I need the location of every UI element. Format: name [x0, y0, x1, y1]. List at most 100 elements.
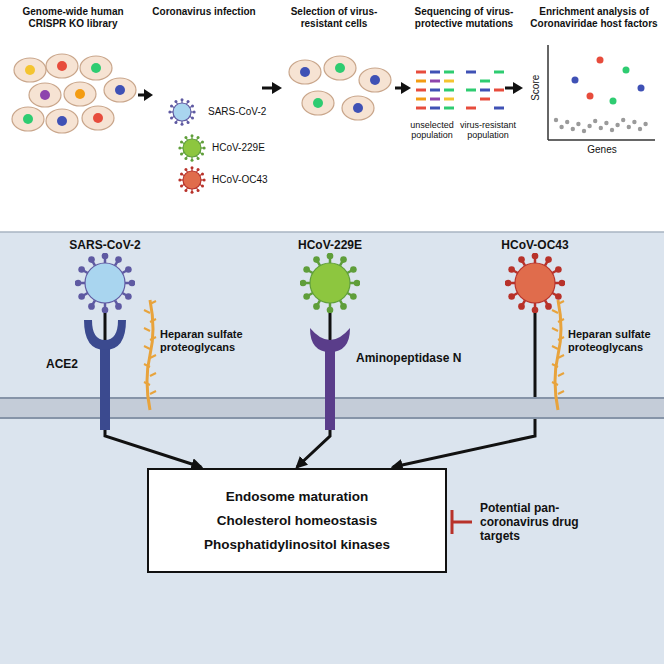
- gene-dot: [610, 128, 614, 132]
- drawing-stroke: [515, 263, 555, 303]
- drawing-stroke: [115, 303, 122, 310]
- hit-dot: [587, 93, 594, 100]
- cell-nucleus: [23, 114, 33, 124]
- drawing-stroke: [340, 256, 347, 263]
- drawing-stroke: [197, 189, 200, 192]
- hit-dot: [572, 77, 579, 84]
- drawing-stroke: [444, 107, 454, 110]
- drawing-stroke: [327, 253, 334, 259]
- drawing-stroke: [555, 293, 562, 300]
- drawing-stroke: [558, 337, 564, 340]
- drawing-stroke: [191, 134, 194, 137]
- drawing-stroke: [444, 80, 454, 83]
- drawing-stroke: [174, 121, 177, 124]
- virus-particle: [300, 253, 360, 313]
- drawing-stroke: [552, 382, 558, 385]
- drawing-stroke: [168, 111, 171, 114]
- cell: [12, 107, 44, 131]
- cell: [46, 54, 78, 78]
- gene-dot: [627, 125, 631, 129]
- ace2-receptor: [84, 320, 126, 430]
- drawing-stroke: [150, 355, 156, 358]
- drawing-stroke: [555, 266, 562, 273]
- virus-particle: [505, 253, 565, 313]
- sequence-reads: [416, 72, 504, 108]
- virus-particle: [168, 98, 195, 125]
- drawing-stroke: [416, 107, 426, 110]
- drawing-stroke: [180, 140, 183, 143]
- drawing-stroke: [201, 140, 204, 143]
- cell: [80, 56, 112, 80]
- drawing-stroke: [552, 328, 558, 331]
- gene-dot: [632, 120, 636, 124]
- drawing-stroke: [197, 136, 200, 139]
- drawing-stroke: [480, 89, 490, 92]
- drawing-stroke: [150, 301, 156, 304]
- hit-dot: [638, 85, 645, 92]
- drawing-stroke: [184, 136, 187, 139]
- drawing-stroke: [558, 319, 564, 322]
- drawing-stroke: [150, 373, 156, 376]
- drawing-stroke: [78, 266, 85, 273]
- drawing-stroke: [197, 168, 200, 171]
- drawing-stroke: [102, 253, 109, 259]
- drawing-stroke: [350, 266, 357, 273]
- drawing-stroke: [184, 168, 187, 171]
- gene-dot: [638, 127, 642, 131]
- drawing-stroke: [552, 310, 558, 313]
- virus-label: SARS-CoV-2: [208, 106, 278, 118]
- drawing-stroke: [75, 280, 81, 287]
- cell-nucleus: [370, 75, 380, 85]
- drawing-stroke: [170, 117, 173, 120]
- drawing-stroke: [416, 98, 426, 101]
- axis-label: Genes: [572, 144, 632, 156]
- virus-icon: [505, 253, 565, 313]
- drawing-stroke: [559, 280, 565, 287]
- drawing-stroke: [303, 293, 310, 300]
- receptor-label: ACE2: [28, 358, 78, 372]
- drawing-stroke: [430, 80, 440, 83]
- gene-dot: [554, 118, 558, 122]
- cell: [29, 83, 61, 107]
- step-label: Coronavirus infection: [150, 6, 258, 18]
- gene-dot: [621, 118, 625, 122]
- gene-dot: [643, 122, 647, 126]
- drawing-stroke: [545, 303, 552, 310]
- drawing-stroke: [125, 266, 132, 273]
- drawing-stroke: [191, 191, 194, 194]
- virus-name: SARS-CoV-2: [69, 238, 140, 253]
- drawing-stroke: [125, 293, 132, 300]
- drawing-stroke: [144, 310, 150, 313]
- receptor-label: Aminopeptidase N: [356, 352, 468, 366]
- gene-dot: [593, 119, 597, 123]
- drawing-stroke: [187, 121, 190, 124]
- gene-dot: [565, 120, 569, 124]
- drawing-stroke: [303, 266, 310, 273]
- drawing-stroke: [180, 153, 183, 156]
- drawing-stroke: [444, 98, 454, 101]
- drawing-stroke: [129, 280, 135, 287]
- drawing-stroke: [78, 293, 85, 300]
- gene-dot: [582, 129, 586, 133]
- drawing-stroke: [532, 307, 539, 313]
- drawing-stroke: [558, 301, 564, 304]
- virus-node: SARS-CoV-2: [50, 238, 160, 313]
- drawing-stroke: [430, 107, 440, 110]
- cell-nucleus: [40, 90, 50, 100]
- cell: [324, 56, 356, 80]
- drawing-stroke: [173, 103, 191, 121]
- virus-name: HCoV-OC43: [501, 238, 568, 253]
- drawing-stroke: [444, 89, 454, 92]
- cell-nucleus: [75, 89, 85, 99]
- drawing-stroke: [310, 263, 350, 303]
- cell: [104, 78, 136, 102]
- virus-icons: [168, 98, 205, 193]
- step-label: Selection of virus-resistant cells: [272, 6, 396, 29]
- gene-dot: [587, 124, 591, 128]
- drawing-stroke: [150, 337, 156, 340]
- cell-nucleus: [57, 61, 67, 71]
- drawing-stroke: [150, 391, 156, 394]
- drawing-stroke: [430, 89, 440, 92]
- drawing-stroke: [144, 382, 150, 385]
- drawing-stroke: [480, 80, 490, 83]
